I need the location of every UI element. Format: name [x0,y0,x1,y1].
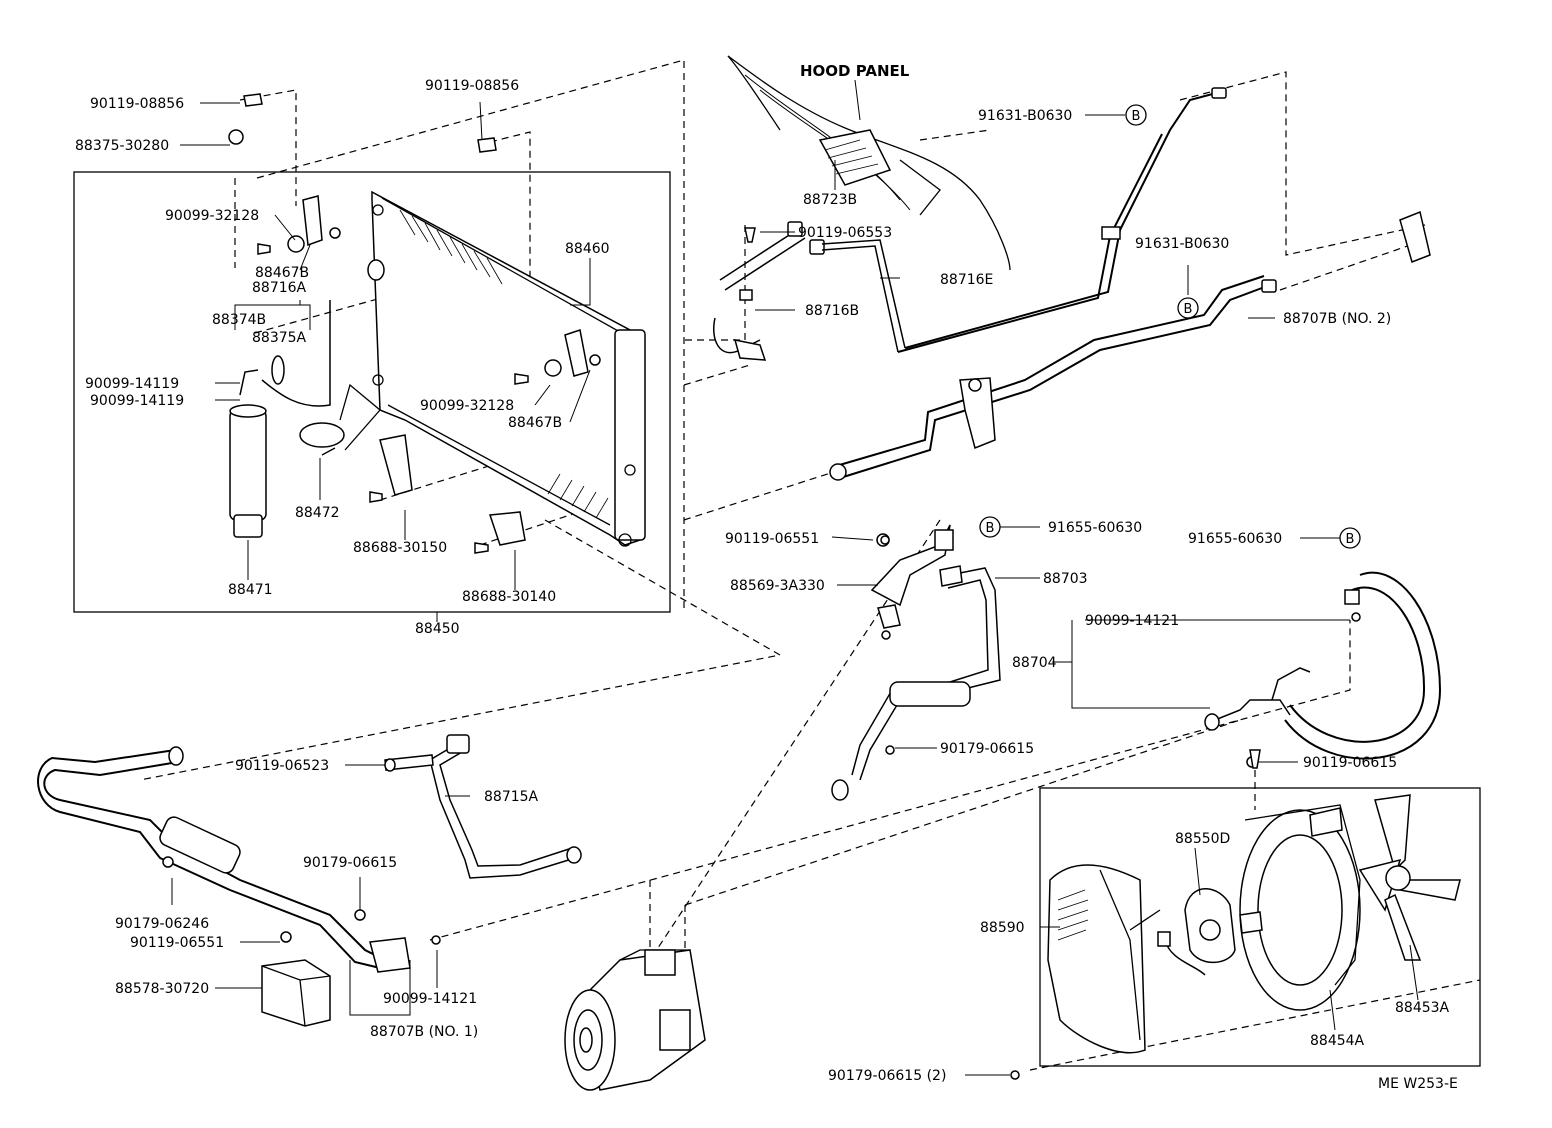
callout-clamp-91631-top: 91631-B0630 [978,108,1072,124]
receiver-bracket [299,383,381,456]
callout-hose-88703: 88703 [1043,571,1088,587]
reference-marker-b-4: B [1339,527,1361,549]
callout-pipe-88716A: 88716A [252,280,307,296]
callout-clamp-91655-mid: 91655-60630 [1048,520,1142,536]
callout-pipe-88707B-no1: 88707B (NO. 1) [370,1024,478,1040]
callout-pipe-88374B: 88374B [212,312,266,328]
callout-bolt-90119-06553: 90119-06553 [798,225,892,241]
callout-condenser: 88460 [565,241,610,257]
callout-cushion-center: 90099-32128 [420,398,514,414]
callout-bolt-90119-06523: 90119-06523 [235,758,329,774]
callout-pipe-88715A: 88715A [484,789,539,805]
callout-bolt-90119-06551-low: 90119-06551 [130,935,224,951]
reference-code: ME W253-E [1378,1076,1458,1092]
callout-bolt-top-center: 90119-08856 [425,78,519,94]
callout-nut-90179-06615-mid: 90179-06615 [940,741,1034,757]
callout-shroud-88454A: 88454A [1310,1033,1365,1049]
reference-marker-b-2: B [1177,297,1199,319]
callout-support-88688-30140: 88688-30140 [462,589,556,605]
reference-marker-label: B [1346,532,1355,547]
brackets-and-cushions [228,93,601,554]
callout-support-88688-30150: 88688-30150 [353,540,447,556]
reference-marker-b-1: B [1125,104,1147,126]
callout-bracket-88569: 88569-3A330 [730,578,825,594]
callout-block-88578: 88578-30720 [115,981,209,997]
callout-leaders [171,79,1419,1076]
callout-clamp-91631-mid: 91631-B0630 [1135,236,1229,252]
callout-cap-top-left: 88375-30280 [75,138,169,154]
reference-marker-label: B [1184,302,1193,317]
hood-panel-label: HOOD PANEL [800,62,910,80]
pipe-88707b-no2 [829,210,1431,481]
callout-oring-90099-14121-low: 90099-14121 [383,991,477,1007]
compressor [564,949,706,1091]
fan-blade-88453A [1358,794,1461,961]
callout-bolt-90119-06615: 90119-06615 [1303,755,1397,771]
callout-nut-90179-06615-low: 90179-06615 [303,855,397,871]
callout-fan-88453A: 88453A [1395,1000,1450,1016]
callout-condenser-assy: 88450 [415,621,460,637]
reference-marker-b-3: B [979,516,1001,538]
callout-nut-90179-06615-2: 90179-06615 (2) [828,1068,946,1084]
condenser-core [367,190,646,547]
callout-shroud-88590: 88590 [980,920,1025,936]
hood-panel [727,55,1011,271]
fastener-glyphs [744,227,1261,1080]
callout-pipe-88375A: 88375A [252,330,307,346]
callout-oring-2: 90099-14119 [90,393,184,409]
callout-bolt-top-left: 90119-08856 [90,96,184,112]
callout-hose-88704: 88704 [1012,655,1057,671]
callout-motor-88550D: 88550D [1175,831,1230,847]
callout-oring-1: 90099-14119 [85,376,179,392]
insulator-block [261,959,331,1027]
fan-shroud-88454A [1239,804,1361,1011]
callout-labels: 90119-08856 88375-30280 90119-08856 9009… [75,62,1458,1092]
mid-hoses [831,524,1001,801]
fan-shroud-88590 [1047,864,1161,1054]
callout-cushion-left: 90099-32128 [165,208,259,224]
callout-bracket-left: 88467B [255,265,309,281]
hose-88704 [1204,571,1442,768]
receiver-drier [229,300,331,538]
reference-marker-label: B [986,521,995,536]
callout-nut-90179-06246: 90179-06246 [115,916,209,932]
pipe-88715a [384,734,582,879]
callout-clamp-91655-right: 91655-60630 [1188,531,1282,547]
callout-oring-90099-14121-right: 90099-14121 [1085,613,1179,629]
callout-hose-88716E: 88716E [940,272,993,288]
callout-pipe-88716B: 88716B [805,303,859,319]
callout-bracket-88472: 88472 [295,505,340,521]
callout-bracket-center: 88467B [508,415,562,431]
fan-motor-88550D [1157,888,1236,976]
upper-hoses [713,87,1227,361]
callout-hood-seal: 88723B [803,192,857,208]
reference-marker-label: B [1132,109,1141,124]
condenser-assembly-frame [73,171,671,613]
callout-receiver: 88471 [228,582,273,598]
callout-pipe-88707B-no2: 88707B (NO. 2) [1283,311,1391,327]
callout-bolt-90119-06551-mid: 90119-06551 [725,531,819,547]
pipe-88707b-no1 [37,746,441,973]
